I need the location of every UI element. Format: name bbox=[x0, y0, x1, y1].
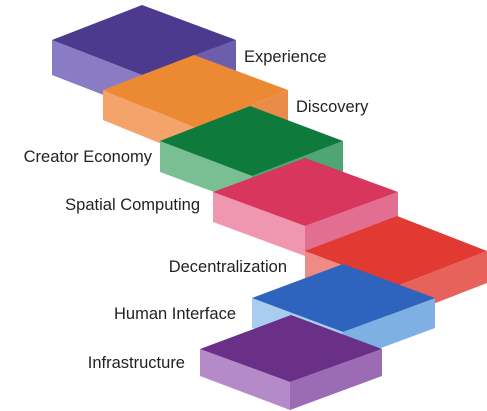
layer-infrastructure bbox=[200, 315, 382, 410]
layer-infrastructure-front bbox=[200, 349, 290, 410]
layer-spatial-computing bbox=[213, 158, 398, 256]
label-discovery: Discovery bbox=[296, 98, 369, 116]
label-decentralization: Decentralization bbox=[169, 258, 287, 276]
label-human-interface: Human Interface bbox=[114, 305, 236, 323]
layer-human-interface-top bbox=[252, 264, 435, 332]
label-spatial-computing: Spatial Computing bbox=[65, 196, 200, 214]
label-experience: Experience bbox=[244, 48, 327, 66]
layer-discovery-top bbox=[103, 55, 288, 128]
layer-spatial-computing-front bbox=[213, 192, 305, 256]
layer-infrastructure-side bbox=[290, 349, 382, 410]
layer-decentralization-top bbox=[305, 216, 487, 286]
layer-experience-top bbox=[52, 5, 236, 75]
layer-spatial-computing-top bbox=[213, 158, 398, 226]
layer-creator-economy-top bbox=[160, 106, 343, 176]
label-creator-economy: Creator Economy bbox=[24, 148, 153, 166]
layer-infrastructure-top bbox=[200, 315, 382, 382]
layer-spatial-computing-side bbox=[305, 192, 398, 256]
label-infrastructure: Infrastructure bbox=[88, 354, 185, 372]
